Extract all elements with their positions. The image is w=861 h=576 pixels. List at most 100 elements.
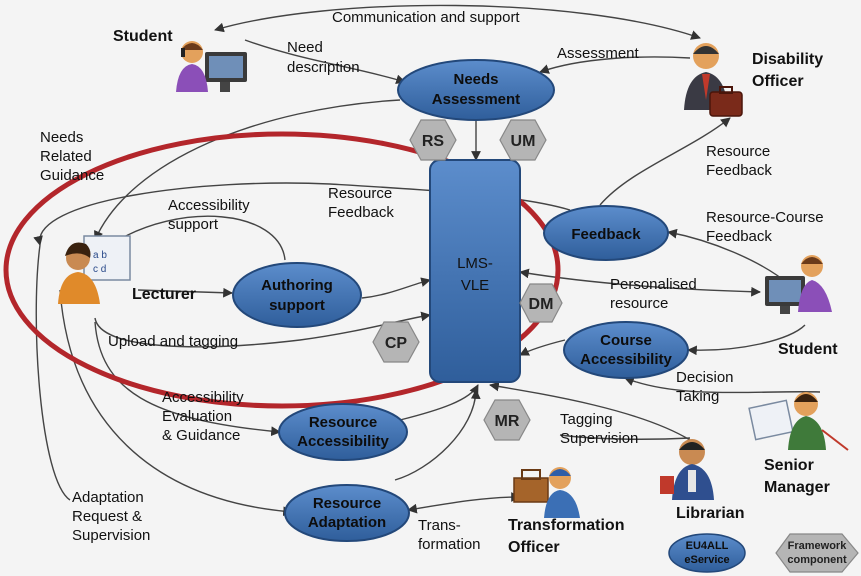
resource-access-label-1: Resource	[309, 414, 377, 431]
hex-mr-label: MR	[495, 413, 520, 430]
label-tagging-supervision-2: Supervision	[560, 430, 638, 447]
label-need-description-2: description	[287, 59, 360, 76]
disability-officer-label-1: Disability	[752, 51, 823, 68]
label-rc-feedback-1: Resource-Course	[706, 209, 824, 226]
label-acc-eval-3: & Guidance	[162, 427, 240, 444]
label-needs-guidance-3: Guidance	[40, 167, 104, 184]
senior-manager-label-2: Manager	[764, 479, 830, 496]
feedback-node[interactable]: Feedback	[543, 205, 669, 261]
label-transformation-2: formation	[418, 536, 481, 553]
label-adaptation-request-2: Request &	[72, 508, 142, 525]
label-tagging-supervision-1: Tagging	[560, 411, 613, 428]
edge-authoring-lms	[361, 277, 431, 299]
authoring-label-1: Authoring	[261, 277, 333, 294]
label-adaptation-request-1: Adaptation	[72, 489, 144, 506]
label-accessibility-support-2: support	[168, 216, 219, 233]
hex-um-label: UM	[511, 133, 536, 150]
resource-adapt-label-1: Resource	[313, 495, 381, 512]
hex-um[interactable]: UM	[499, 119, 547, 161]
resource-access-label-2: Accessibility	[297, 433, 389, 450]
transformation-officer-label-1: Transformation	[508, 517, 624, 534]
authoring-support-node[interactable]: Authoring support	[232, 262, 362, 328]
hex-rs[interactable]: RS	[409, 119, 457, 161]
resource-adapt-label-2: Adaptation	[308, 514, 386, 531]
resource-adaptation-node[interactable]: Resource Adaptation	[284, 484, 410, 542]
edge-course-student	[687, 324, 806, 356]
eu4all-eservice-legend: EU4ALL eService	[668, 533, 746, 573]
hex-dm-label: DM	[529, 296, 554, 313]
label-transformation-1: Trans-	[418, 517, 461, 534]
label-decision-2: Taking	[676, 388, 719, 405]
label-needs-guidance-2: Related	[40, 148, 92, 165]
lms-vle-node[interactable]: LMS- VLE	[429, 159, 521, 383]
edge-need-description	[244, 39, 406, 85]
disability-officer-label-2: Officer	[752, 73, 804, 90]
edge-tagging-supervision	[489, 381, 691, 441]
label-need-description-1: Need	[287, 39, 323, 56]
student-top-icon	[176, 41, 247, 92]
hex-rs-label: RS	[422, 133, 445, 150]
edge-adaptation-request	[59, 289, 293, 517]
librarian-label: Librarian	[676, 505, 744, 522]
edge-course-lms	[519, 339, 566, 356]
framework-label-1: Framework	[788, 540, 848, 552]
lms-label-2: VLE	[461, 277, 489, 294]
label-resource-feedback-top-1: Resource	[328, 185, 392, 202]
label-resource-feedback-top-2: Feedback	[328, 204, 394, 221]
edge-assessment	[539, 56, 691, 74]
label-upload-tagging: Upload and tagging	[108, 333, 238, 350]
edge-left-vertical	[35, 244, 71, 501]
hex-mr[interactable]: MR	[483, 399, 531, 441]
svg-text:c d: c d	[93, 264, 106, 275]
label-assessment: Assessment	[557, 45, 640, 62]
needs-assessment-label-2: Assessment	[432, 91, 520, 108]
lecturer-icon: a b c d	[58, 235, 131, 304]
eservice-label-1: EU4ALL	[686, 540, 729, 552]
transformation-officer-icon	[513, 467, 580, 518]
edge-feedback-officer	[599, 117, 731, 206]
label-resource-feedback-mid-2: Feedback	[706, 162, 772, 179]
edge-acc-eval	[94, 321, 281, 437]
needs-assessment-label-1: Needs	[453, 71, 498, 88]
hex-dm[interactable]: DM	[519, 283, 563, 323]
authoring-label-2: support	[269, 297, 325, 314]
eservice-label-2: eService	[684, 554, 729, 566]
hex-cp[interactable]: CP	[372, 321, 420, 363]
label-needs-guidance-1: Needs	[40, 129, 83, 146]
label-acc-eval-1: Accessibility	[162, 389, 244, 406]
label-personalised-1: Personalised	[610, 276, 697, 293]
edge-accessibility-support	[109, 215, 286, 261]
edge-personalised	[519, 268, 761, 297]
student-right-label: Student	[778, 341, 838, 358]
resource-accessibility-node[interactable]: Resource Accessibility	[278, 403, 408, 461]
transformation-officer-label-2: Officer	[508, 539, 560, 556]
svg-text:a b: a b	[93, 250, 107, 261]
librarian-icon	[660, 439, 714, 500]
needs-assessment-node[interactable]: Needs Assessment	[397, 59, 555, 121]
edge-adapt-lms	[394, 389, 481, 481]
framework-label-2: component	[787, 554, 847, 566]
lecturer-label: Lecturer	[132, 286, 196, 303]
label-resource-feedback-mid-1: Resource	[706, 143, 770, 160]
label-personalised-2: resource	[610, 295, 668, 312]
edge-needs-guidance	[94, 99, 401, 241]
label-adaptation-request-3: Supervision	[72, 527, 150, 544]
course-access-label-1: Course	[600, 332, 652, 349]
edge-lecturer-authoring	[137, 287, 233, 298]
label-acc-eval-2: Evaluation	[162, 408, 232, 425]
framework-component-legend: Framework component	[775, 533, 859, 573]
edge-decision	[624, 376, 821, 394]
feedback-label: Feedback	[571, 226, 641, 243]
edge-transformation	[407, 492, 521, 514]
senior-manager-icon	[748, 392, 849, 451]
lms-label-1: LMS-	[457, 255, 493, 272]
label-rc-feedback-2: Feedback	[706, 228, 772, 245]
disability-officer-icon	[684, 43, 743, 117]
hex-cp-label: CP	[385, 335, 408, 352]
student-top-label: Student	[113, 28, 173, 45]
senior-manager-label-1: Senior	[764, 457, 814, 474]
course-accessibility-node[interactable]: Course Accessibility	[563, 321, 689, 379]
course-access-label-2: Accessibility	[580, 351, 672, 368]
edge-communication	[214, 4, 701, 40]
